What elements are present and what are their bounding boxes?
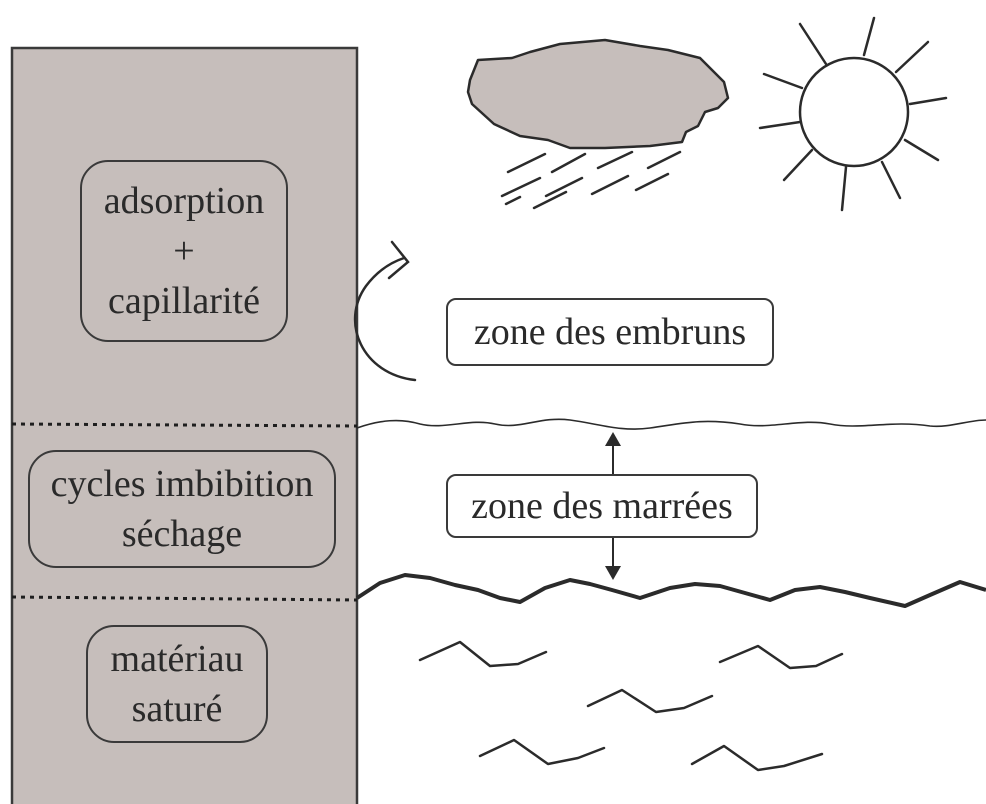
- upper-water-line: [356, 418, 986, 430]
- double-arrow-icon: [605, 432, 621, 580]
- wave-icon: [718, 644, 844, 670]
- label-line: saturé: [131, 688, 223, 730]
- zone-label-text: zone des marrées: [471, 485, 733, 527]
- sun-icon: [758, 16, 948, 212]
- zone-label-text: zone des embruns: [473, 311, 747, 353]
- wave-icon: [418, 640, 548, 668]
- lower-boundary-dotted-line: [11, 595, 358, 602]
- sea-waves: [418, 640, 844, 772]
- wave-icon: [478, 738, 606, 766]
- wetting-drying-cycles-label: cycles imbibition séchage: [28, 450, 336, 568]
- label-line: matériau: [110, 638, 244, 680]
- label-line: séchage: [121, 513, 243, 555]
- cloud-icon: [466, 38, 730, 150]
- curved-arrow-icon: [353, 240, 417, 382]
- upper-boundary-dotted-line: [11, 422, 358, 428]
- label-line: +: [173, 230, 195, 272]
- wave-icon: [586, 688, 714, 714]
- rain-icon: [500, 150, 682, 210]
- lower-water-line: [355, 573, 986, 608]
- adsorption-capillarity-label: adsorption + capillarité: [80, 160, 288, 342]
- label-line: capillarité: [108, 280, 260, 322]
- wave-icon: [690, 744, 824, 772]
- spray-zone-label: zone des embruns: [446, 298, 774, 366]
- saturated-material-label: matériau saturé: [86, 625, 268, 743]
- label-line: adsorption: [103, 180, 265, 222]
- tidal-zone-label: zone des marrées: [446, 474, 758, 538]
- label-line: cycles imbibition: [50, 463, 314, 505]
